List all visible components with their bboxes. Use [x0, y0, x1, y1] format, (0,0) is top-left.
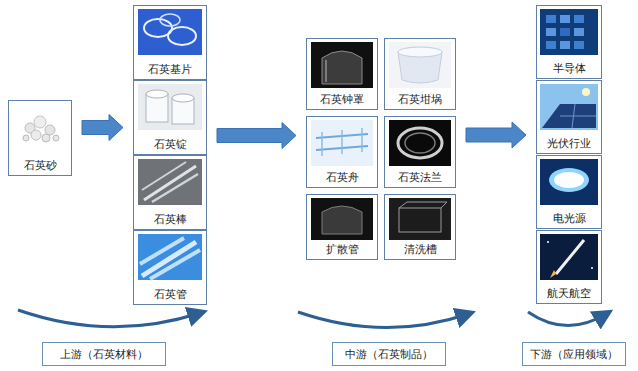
- semiconductor-picture: [540, 9, 598, 55]
- stage-arc: [18, 310, 200, 327]
- tile-label: 石英基片: [147, 63, 193, 76]
- product-tile: 石英舟: [306, 116, 378, 188]
- product-tile: 石英钟罩: [306, 38, 378, 110]
- sand-picture: [13, 104, 67, 152]
- lamp-picture: [540, 159, 598, 205]
- stage-label-box: 中游（石英制品）: [332, 342, 446, 366]
- bell-jar-picture: [311, 42, 373, 88]
- stage-arc: [298, 312, 468, 328]
- tile-label: 石英管: [153, 288, 188, 301]
- product-tile: 石英管: [133, 230, 207, 305]
- stage-label: 中游（石英制品）: [344, 348, 434, 361]
- tile-label: 石英坩埚: [397, 93, 443, 106]
- product-tile: 石英坩埚: [384, 38, 456, 110]
- tile-label: 电光源: [552, 212, 587, 225]
- product-tile: 电光源: [536, 155, 602, 229]
- product-tile: 石英法兰: [384, 116, 456, 188]
- stage-label-box: 上游（石英材料）: [42, 342, 166, 366]
- tile-label: 航天航空: [546, 287, 592, 300]
- stage-arc: [528, 312, 606, 326]
- cleaning-tank-picture: [389, 198, 451, 240]
- rod-picture: [138, 159, 202, 205]
- product-tile: 扩散管: [306, 194, 378, 260]
- tile-label: 石英锭: [153, 138, 188, 151]
- tile-label: 扩散管: [325, 243, 360, 256]
- rocket-picture: [540, 234, 598, 280]
- stage-label: 下游（应用领域）: [529, 348, 619, 361]
- flow-arrow: [217, 123, 296, 149]
- product-tile: 航天航空: [536, 230, 602, 304]
- product-tile: 石英锭: [133, 80, 207, 155]
- tile-label: 石英舟: [325, 171, 360, 184]
- product-tile: 光伏行业: [536, 80, 602, 154]
- tile-label: 清洗槽: [403, 243, 438, 256]
- diffusion-tube-picture: [311, 198, 373, 240]
- flow-arrow: [466, 122, 526, 148]
- tube-picture: [138, 234, 202, 280]
- tile-label: 石英钟罩: [319, 93, 365, 106]
- tile-label: 石英棒: [153, 213, 188, 226]
- boat-picture: [311, 120, 373, 166]
- tile-label: 石英法兰: [397, 171, 443, 184]
- solar-panel-picture: [540, 84, 598, 130]
- flange-picture: [389, 120, 451, 166]
- product-tile: 石英基片: [133, 5, 207, 80]
- product-tile: 石英棒: [133, 155, 207, 230]
- ingot-picture: [138, 84, 202, 130]
- substrate-picture: [138, 9, 202, 55]
- product-tile: 半导体: [536, 5, 602, 79]
- stage-label-box: 下游（应用领域）: [522, 342, 626, 366]
- crucible-picture: [389, 42, 451, 88]
- flow-arrow: [82, 115, 123, 141]
- product-tile: 石英砂: [8, 100, 72, 176]
- stage-label: 上游（石英材料）: [59, 348, 149, 361]
- product-tile: 清洗槽: [384, 194, 456, 260]
- tile-label: 光伏行业: [546, 137, 592, 150]
- tile-label: 半导体: [552, 62, 587, 75]
- tile-label: 石英砂: [23, 159, 58, 172]
